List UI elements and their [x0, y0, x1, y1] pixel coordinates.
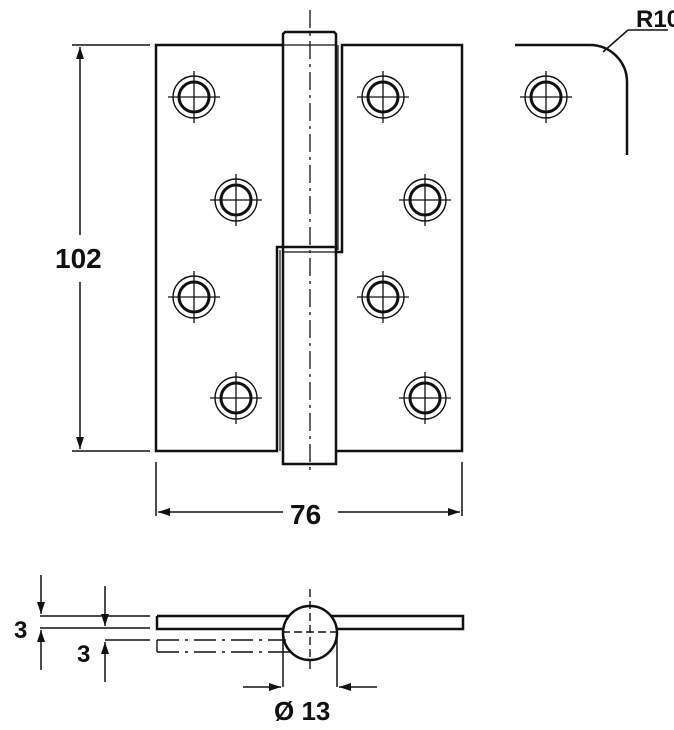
left-leaf: [154, 43, 283, 453]
height-dimension: [72, 44, 150, 452]
screw-hole-icon: [168, 271, 220, 323]
height-label: 102: [55, 243, 102, 274]
screw-hole-icon: [520, 71, 572, 123]
screw-hole-icon: [210, 174, 262, 226]
screw-hole-icon: [399, 372, 451, 424]
width-label: 76: [290, 499, 321, 530]
screw-hole-icon: [357, 271, 409, 323]
screw-hole-icon: [168, 71, 220, 123]
diameter-label: Ø 13: [274, 696, 330, 726]
thickness-label: 3: [14, 617, 27, 644]
side-view: [37, 575, 465, 691]
offset-label: 3: [77, 641, 90, 668]
width-dimension: [155, 462, 463, 516]
screw-hole-icon: [357, 71, 409, 123]
lower-knuckle: [281, 245, 338, 466]
radius-label: R10: [636, 6, 674, 33]
screw-holes: [168, 71, 572, 424]
screw-hole-icon: [210, 372, 262, 424]
front-view: [154, 10, 464, 475]
corner-detail: [515, 29, 668, 155]
screw-hole-icon: [399, 174, 451, 226]
